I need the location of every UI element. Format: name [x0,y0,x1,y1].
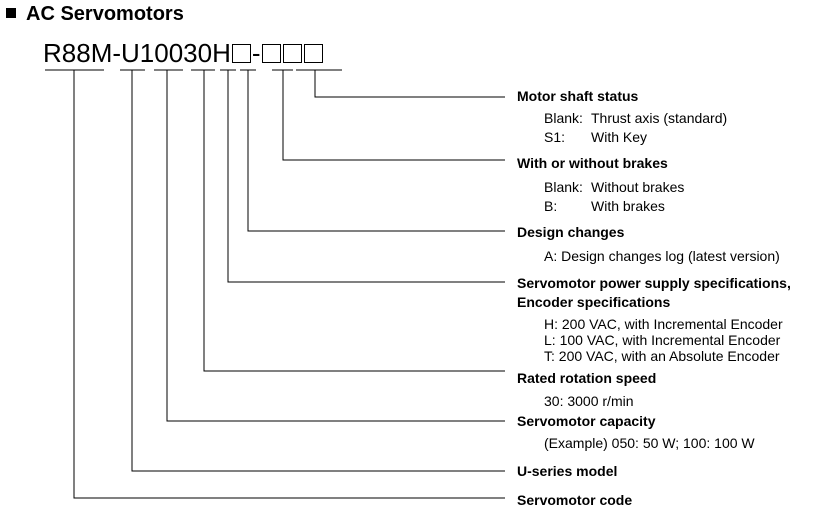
power-option: H: 200 VAC, with Incremental Encoder [544,316,783,332]
option-value: With Key [591,129,648,145]
leader-design [247,70,505,232]
heading-rotation-speed: Rated rotation speed [517,370,657,386]
option-key: B: [544,198,558,214]
leader-speed [203,70,505,372]
power-option: T: 200 VAC, with an Absolute Encoder [544,348,780,364]
placeholder-box-4 [303,44,323,63]
heading-design-changes: Design changes [517,224,625,240]
leader-capacity [166,70,505,422]
option-key: S1: [544,129,566,145]
capacity-example: (Example) 050: 50 W; 100: 100 W [544,435,755,451]
bullet-square-icon [6,8,16,18]
speed-option: 30: 3000 r/min [544,393,634,409]
heading-brakes: With or without brakes [517,155,668,171]
option-value: With brakes [591,198,665,214]
model-code: R88M-U10030H- [43,38,324,69]
model-prefix: R88M-U10030H [43,38,231,68]
heading-encoder: Encoder specifications [517,294,671,310]
heading-power-supply: Servomotor power supply specifications, [517,275,791,291]
leader-series [131,70,505,472]
placeholder-box-1 [231,44,251,63]
placeholder-box-2 [261,44,281,63]
leader-code [73,70,505,499]
heading-capacity: Servomotor capacity [517,413,656,429]
option-value: Without brakes [591,179,685,195]
option-value: Thrust axis (standard) [591,110,728,126]
design-option: A: Design changes log (latest version) [544,248,780,264]
placeholder-box-3 [282,44,302,63]
heading-motor-shaft: Motor shaft status [517,88,639,104]
leader-power [227,70,505,283]
section-title: AC Servomotors [6,3,184,26]
option-key: Blank: [544,110,583,126]
power-option: L: 100 VAC, with Incremental Encoder [544,332,781,348]
heading-servomotor-code: Servomotor code [517,492,633,508]
leader-motor-shaft [314,70,505,98]
model-dash: - [251,38,261,68]
option-key: Blank: [544,179,583,195]
leader-brakes [282,70,505,161]
heading-series-model: U-series model [517,463,618,479]
